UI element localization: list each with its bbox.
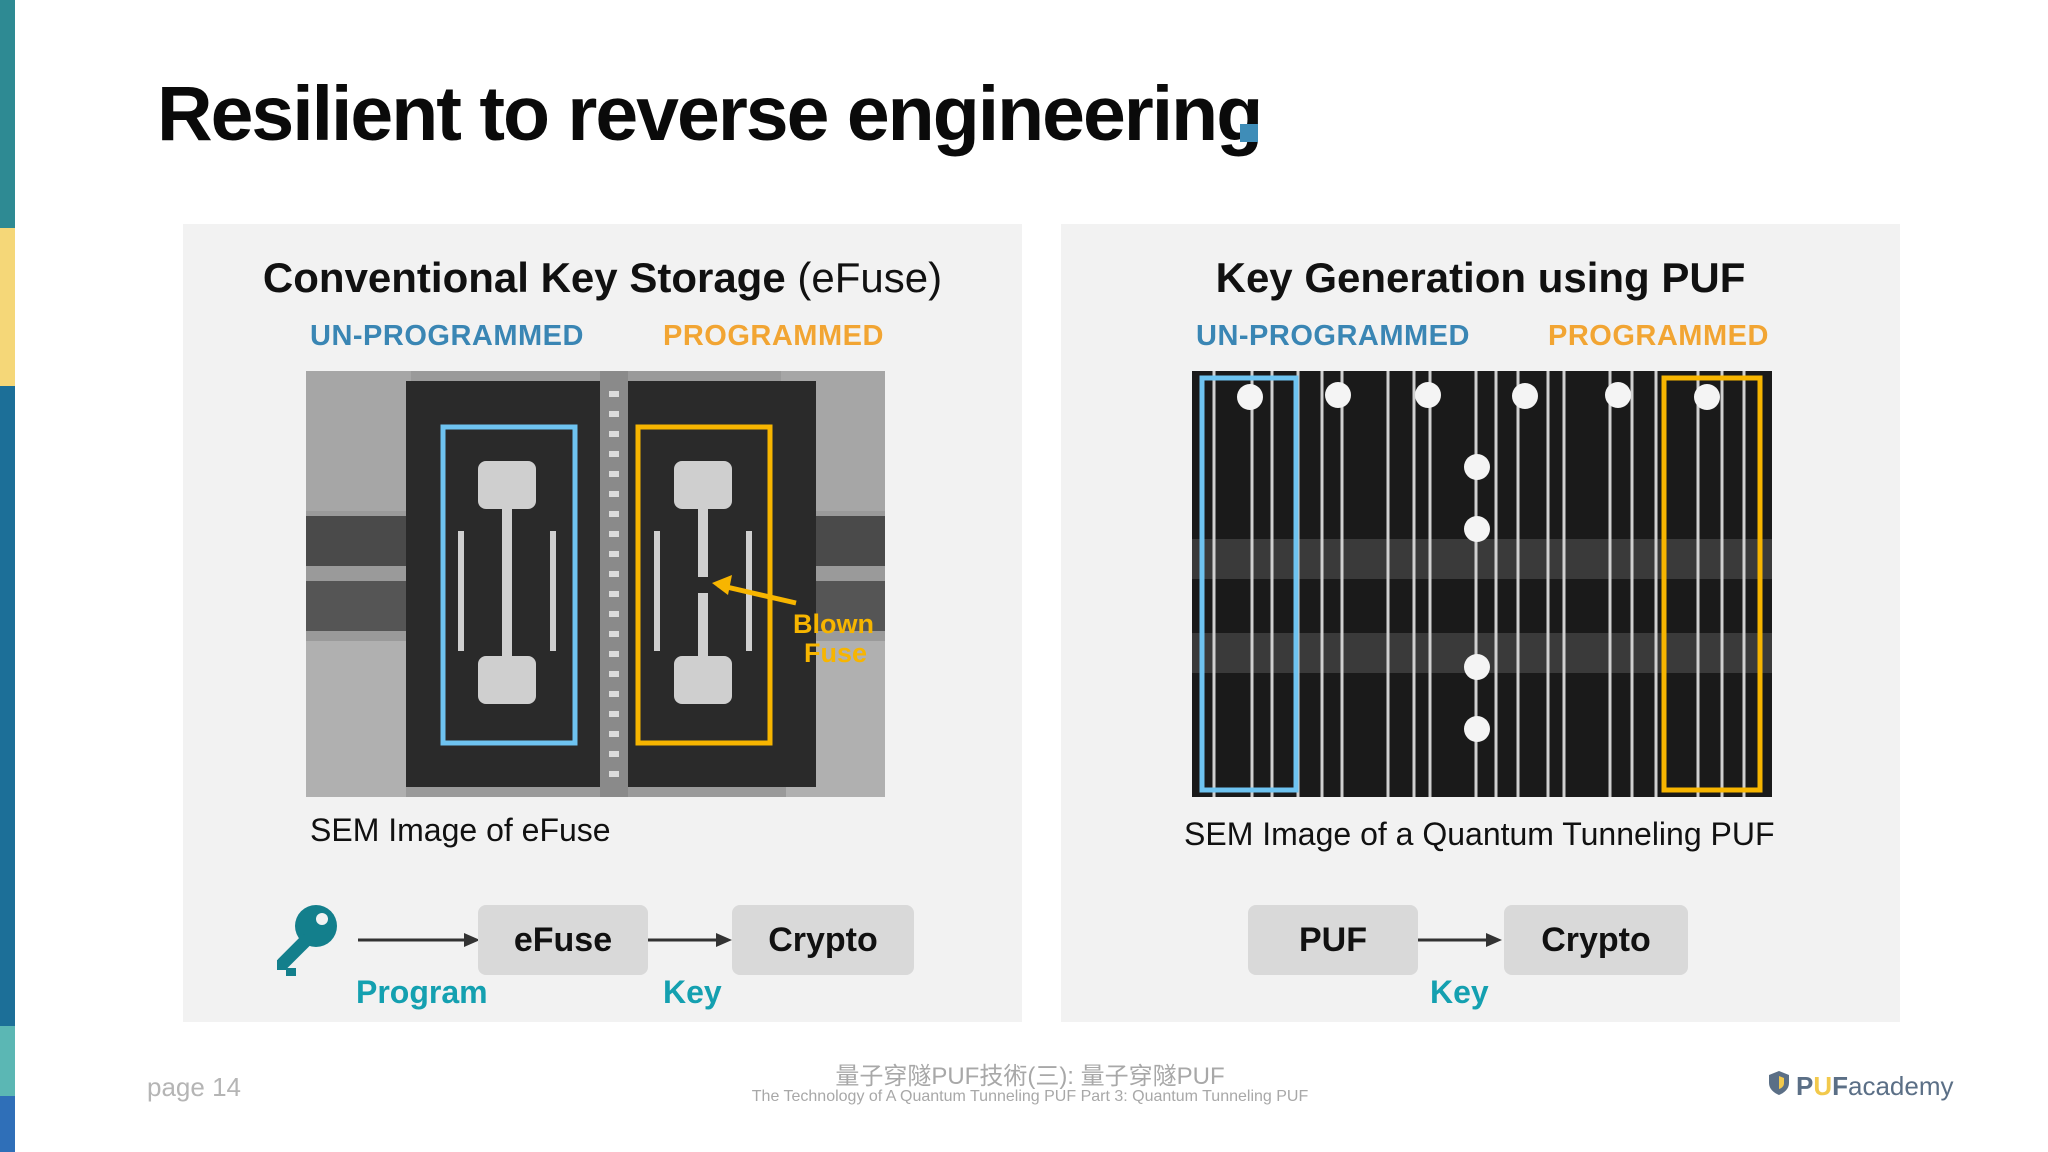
side-stripe-aqua: [0, 1026, 15, 1096]
unprogrammed-label: UN-PROGRAMMED: [310, 320, 584, 352]
page-number: page 14: [147, 1072, 241, 1102]
right-arrow-icon: [648, 930, 732, 950]
right-arrow-icon: [358, 930, 480, 950]
program-label: Program: [356, 974, 488, 1010]
key-label: Key: [1430, 974, 1489, 1010]
logo-letter-u: U: [1813, 1071, 1833, 1101]
footer-title-zh: 量子穿隧PUF技術(三): 量子穿隧PUF: [835, 1063, 1225, 1090]
puf-academy-logo: PUFacademy: [1768, 1070, 1954, 1103]
blown-fuse-annotation-line1: Blown: [793, 609, 874, 639]
puf-caption: SEM Image of a Quantum Tunneling PUF: [1184, 816, 1775, 852]
puf-key-generation-panel: Key Generation using PUF UN-PROGRAMMED P…: [1061, 224, 1900, 1022]
key-icon: [271, 902, 343, 983]
programmed-label: PROGRAMMED: [1548, 320, 1769, 352]
logo-word-academy: academy: [1848, 1071, 1954, 1101]
slide-title: Resilient to reverse engineering: [157, 71, 1263, 157]
panel-title-bold: Conventional Key Storage: [262, 254, 786, 301]
panel-title: Key Generation using PUF: [1215, 254, 1746, 301]
programmed-label: PROGRAMMED: [663, 320, 884, 352]
conventional-key-storage-panel: Conventional Key Storage (eFuse) UN-PROG…: [183, 224, 1022, 1022]
footer-title-en: The Technology of A Quantum Tunneling PU…: [751, 1088, 1309, 1105]
side-stripe-teal: [0, 0, 15, 228]
crypto-box: Crypto: [1504, 905, 1688, 975]
side-stripe-yellow: [0, 228, 15, 386]
panel-title-suffix: (eFuse): [785, 254, 943, 301]
shield-logo-icon: [1768, 1070, 1790, 1103]
key-label: Key: [663, 974, 722, 1010]
logo-letter-f: F: [1832, 1071, 1849, 1101]
panel-title: Conventional Key Storage (eFuse): [183, 254, 1022, 302]
puf-sem-image: [1192, 371, 1772, 797]
efuse-box: eFuse: [478, 905, 648, 975]
blown-fuse-annotation-line2: Fuse: [804, 638, 867, 668]
right-arrow-icon: [1418, 930, 1502, 950]
side-stripe-blue: [0, 386, 15, 1026]
efuse-sem-image: Blown Fuse: [306, 371, 885, 797]
side-stripe-royal: [0, 1096, 15, 1152]
puf-box: PUF: [1248, 905, 1418, 975]
logo-letter-p: P: [1796, 1071, 1814, 1101]
efuse-caption: SEM Image of eFuse: [310, 812, 611, 848]
crypto-box: Crypto: [732, 905, 914, 975]
unprogrammed-label: UN-PROGRAMMED: [1196, 320, 1470, 352]
title-accent-dot: [1240, 124, 1258, 142]
